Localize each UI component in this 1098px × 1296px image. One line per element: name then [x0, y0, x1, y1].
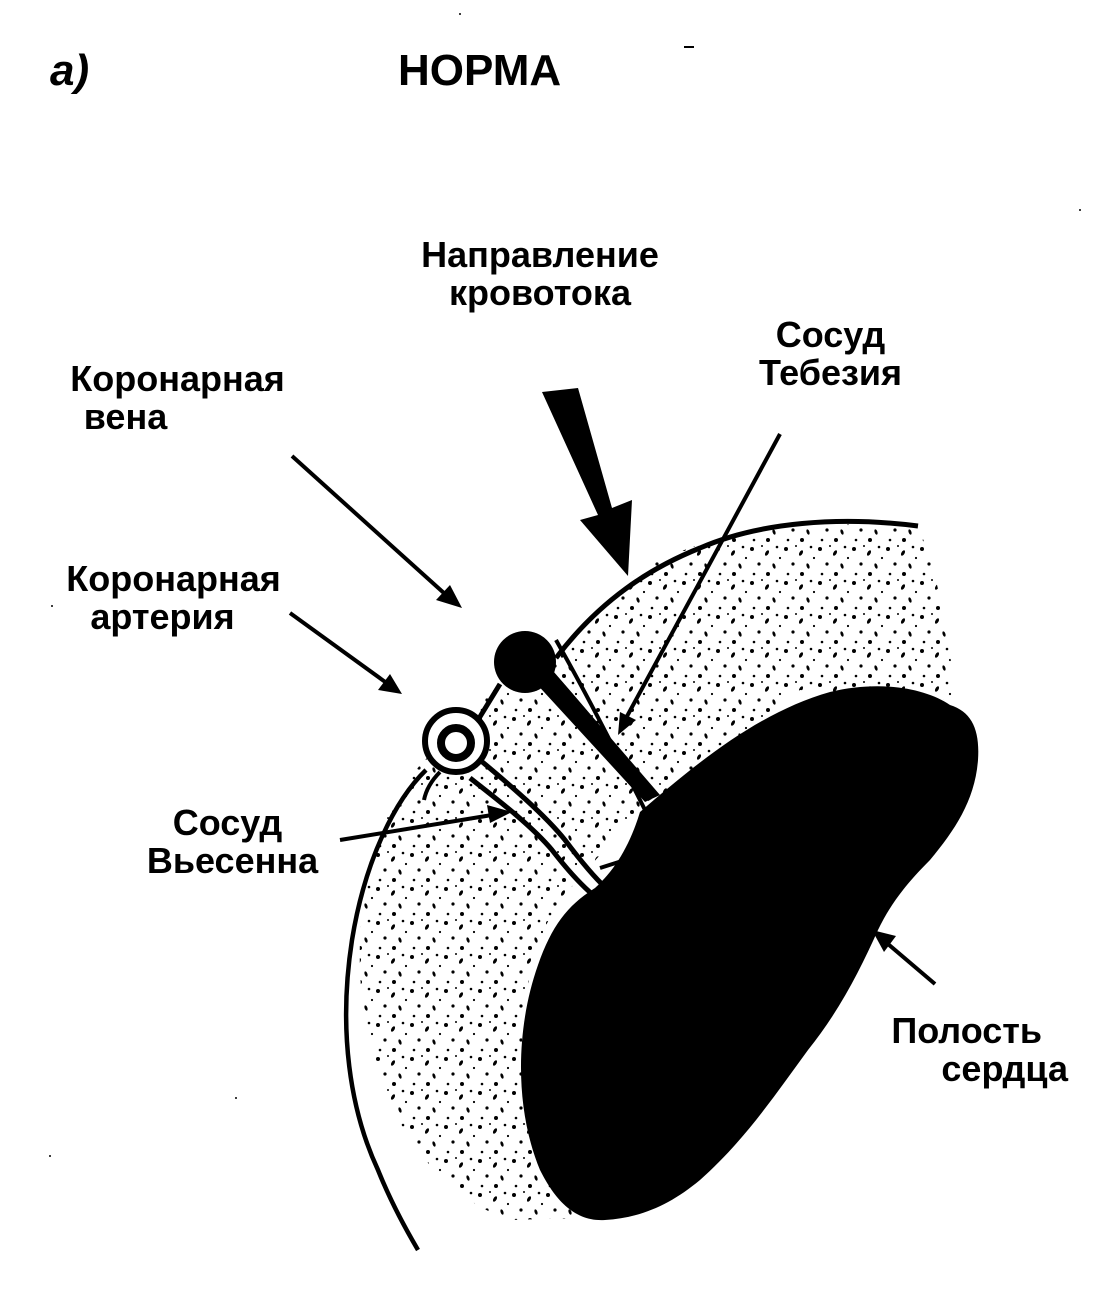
label-blood-flow-line2: кровотока — [449, 271, 631, 313]
vieussens-pointer — [339, 805, 512, 842]
panel-label: а) — [50, 46, 90, 95]
thebesian-pointer — [618, 433, 782, 735]
heart-cavity — [520, 686, 979, 1221]
label-coronary-vein-line2: вена — [83, 395, 168, 437]
thebesian-vessel — [522, 656, 660, 802]
scan-specks — [49, 13, 1081, 1157]
coronary-vein-pointer — [290, 454, 462, 608]
label-thebesian-line2: Тебезия — [758, 351, 903, 393]
label-blood-flow-line1: Направление — [421, 234, 659, 275]
label-coronary-artery: Коронарная артерия — [36, 560, 311, 636]
blood-flow-arrow — [542, 388, 632, 576]
inner-wall-line — [554, 639, 648, 870]
vein-branch — [475, 682, 503, 722]
label-coronary-vein: Коронарная вена — [40, 360, 315, 436]
label-vieussens-line2: Вьесенна — [146, 839, 319, 881]
label-cavity-line2: сердца — [941, 1047, 1068, 1089]
label-cavity-line1: Полость — [891, 1010, 1042, 1051]
label-vieussens-line1: Сосуд — [172, 802, 283, 843]
label-thebesian-vessel: Сосуд Тебезия — [738, 316, 923, 392]
label-vieussens-vessel: Сосуд Вьесенна — [120, 804, 345, 880]
coronary-artery-pointer — [288, 611, 402, 694]
label-coronary-artery-line2: артерия — [90, 595, 235, 637]
cavity-pointer — [872, 930, 937, 986]
vieussens-vessel — [422, 758, 608, 896]
coronary-artery — [422, 707, 490, 775]
label-coronary-artery-line1: Коронарная — [66, 558, 281, 599]
epicardium-outline — [554, 518, 919, 660]
diagram-title: НОРМА — [398, 46, 562, 95]
label-thebesian-line1: Сосуд — [775, 314, 886, 355]
label-heart-cavity: Полость сердца — [870, 1012, 1080, 1088]
label-coronary-vein-line1: Коронарная — [70, 358, 285, 399]
coronary-vein — [494, 631, 556, 693]
label-blood-flow: Направление кровотока — [390, 236, 690, 312]
